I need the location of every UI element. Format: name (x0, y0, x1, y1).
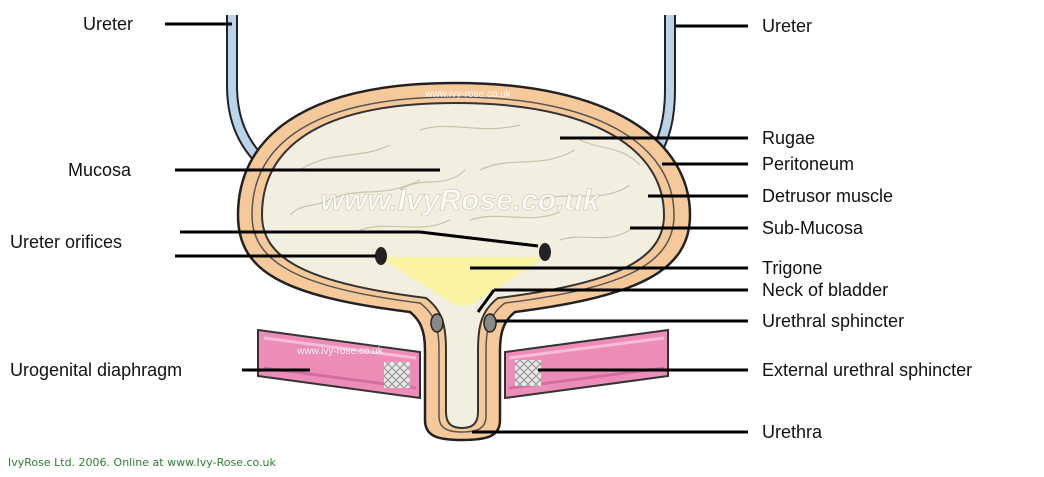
urethral-sphincter-left (431, 314, 443, 332)
label-urethra: Urethra (762, 422, 823, 442)
external-sphincter-right (515, 360, 541, 386)
label-sub-mucosa: Sub-Mucosa (762, 218, 864, 238)
urethral-sphincter-right (484, 314, 496, 332)
watermark-diaphragm: www.ivy-rose.co.uk (296, 346, 384, 357)
label-ureter-orifices: Ureter orifices (10, 232, 122, 252)
copyright-caption: IvyRose Ltd. 2006. Online at www.Ivy-Ros… (8, 456, 277, 469)
label-trigone: Trigone (762, 258, 822, 278)
label-mucosa: Mucosa (68, 160, 132, 180)
label-peritoneum: Peritoneum (762, 154, 854, 174)
ureter-orifice-left (375, 247, 387, 265)
ureter-orifice-right (539, 243, 551, 261)
label-urethral-sphincter: Urethral sphincter (762, 311, 904, 331)
label-rugae: Rugae (762, 128, 815, 148)
label-neck-of-bladder: Neck of bladder (762, 280, 888, 300)
label-urogenital-diaphragm: Urogenital diaphragm (10, 360, 182, 380)
label-ureter-right: Ureter (762, 16, 812, 36)
external-sphincter-left (384, 362, 410, 388)
label-external-urethral-sphincter: External urethral sphincter (762, 360, 972, 380)
watermark-main: www.IvyRose.co.uk (321, 184, 601, 217)
watermark-top: www.ivy-rose.co.uk (424, 89, 512, 100)
label-detrusor-muscle: Detrusor muscle (762, 186, 893, 206)
label-ureter-left: Ureter (83, 14, 133, 34)
